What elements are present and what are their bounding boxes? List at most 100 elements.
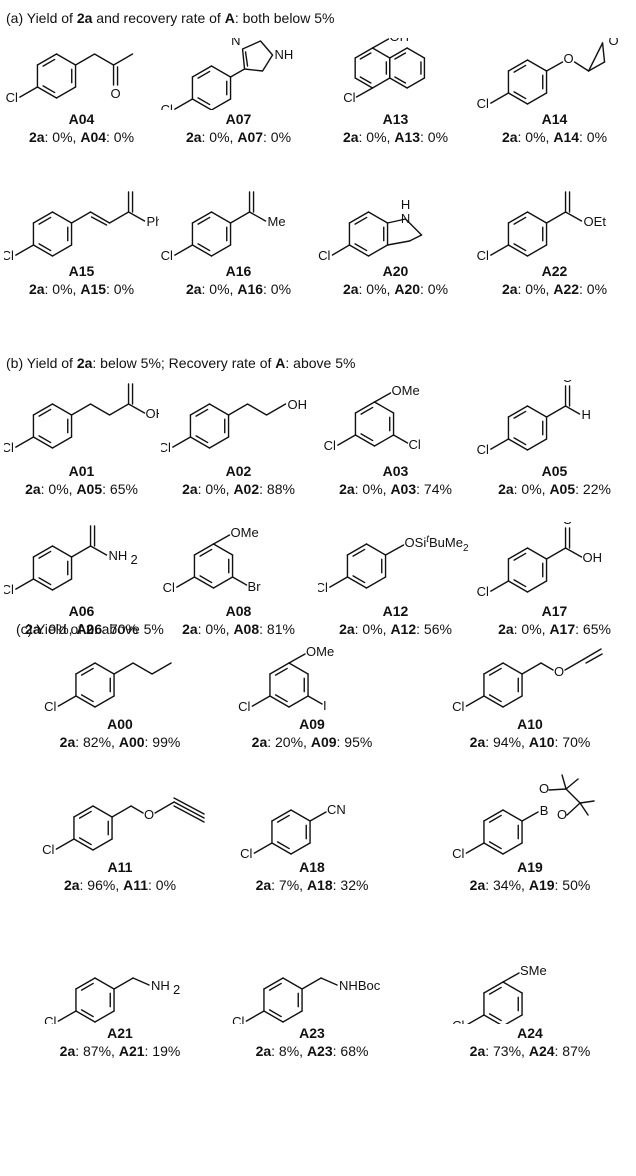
svg-text:O: O [562, 522, 572, 527]
yield-result: 2a: 87%, A21: 19% [59, 1043, 181, 1059]
svg-text:H: H [582, 407, 591, 422]
svg-text:SMe: SMe [520, 963, 547, 978]
compound-a17: Cl O OH A17 2a: 0%, A17: 65% [477, 522, 632, 638]
compound-a01: ClOOH A01 2a: 0%, A05: 65% [4, 380, 159, 498]
svg-text:OH: OH [146, 406, 159, 421]
compound-a22: ClOOEtA222a: 0%, A22: 0% [477, 190, 632, 298]
svg-text:Br: Br [248, 579, 262, 594]
compound-id: A24 [517, 1025, 543, 1041]
compound-id: A04 [68, 111, 95, 127]
svg-text:Cl: Cl [477, 584, 489, 599]
yield-result: 2a: 73%, A24: 87% [469, 1043, 591, 1059]
yield-result: 2a: 7%, A18: 32% [255, 877, 369, 893]
svg-text:Me: Me [268, 214, 286, 229]
svg-text:OSitBuMe2: OSitBuMe2 [405, 534, 469, 554]
compound-id: A17 [541, 603, 568, 619]
svg-text:2: 2 [173, 982, 180, 997]
svg-text:OH: OH [583, 550, 603, 565]
yield-result: 2a: 0%, A14: 0% [501, 129, 608, 145]
structure-a01: ClOOH [4, 380, 159, 455]
svg-text:O: O [144, 807, 154, 822]
yield-result: 2a: 0%, A02: 88% [182, 481, 295, 497]
section-c: (c) Yield of 2: above 5% [0, 610, 636, 1176]
yield-result: 2a: 0%, A16: 0% [185, 281, 292, 297]
structure-a17: Cl O OH [477, 522, 603, 599]
yield-result: 2a: 0%, A06: 70% [25, 621, 138, 637]
svg-text:Cl: Cl [161, 440, 171, 455]
compound-id: A11 [107, 859, 133, 875]
structure-a06: ClONH2 [4, 522, 138, 597]
compound-id: A01 [68, 463, 95, 479]
yield-result: 2a: 20%, A09: 95% [251, 734, 373, 750]
svg-text:Cl: Cl [161, 102, 173, 110]
structure-a15: ClOPh [4, 190, 159, 262]
compound-a16: ClOMeA16 2a: 0%, A16: 0% [161, 190, 316, 298]
svg-text:Cl: Cl [318, 580, 328, 595]
svg-text:OMe: OMe [306, 645, 334, 659]
yield-result: 2a: 0%, A22: 0% [501, 281, 608, 297]
yield-result: 2a: 82%, A00: 99% [59, 734, 181, 750]
svg-text:I: I [323, 698, 327, 713]
compound-id: A10 [517, 716, 543, 732]
compound-id: A21 [107, 1025, 133, 1041]
svg-text:NH: NH [275, 47, 294, 62]
svg-text:Cl: Cl [4, 248, 14, 262]
structure-a24: ClSMe [452, 963, 547, 1024]
compound-id: A16 [225, 263, 252, 279]
svg-text:Cl: Cl [42, 842, 54, 857]
svg-text:NHBoc: NHBoc [339, 978, 381, 993]
compound-id: A09 [299, 716, 325, 732]
svg-text:Cl: Cl [409, 437, 421, 452]
svg-text:O: O [554, 664, 564, 679]
compound-id: A22 [541, 263, 568, 279]
svg-text:Cl: Cl [452, 846, 464, 858]
svg-text:Cl: Cl [240, 846, 252, 858]
svg-text:Cl: Cl [232, 1014, 244, 1024]
svg-text:Ph: Ph [147, 214, 159, 229]
yield-result: 2a: 0%, A12: 56% [339, 621, 452, 637]
compound-a13: OHClA132a: 0%, A13: 0% [318, 38, 473, 146]
section-b-title: (b) Yield of 2a: below 5%; Recovery rate… [6, 355, 356, 371]
yield-result: 2a: 94%, A10: 70% [469, 734, 591, 750]
compound-id: A19 [517, 859, 543, 875]
compound-id: A13 [382, 111, 409, 127]
compound-id: A03 [382, 463, 409, 479]
svg-text:O: O [557, 807, 567, 822]
compound-id: A18 [299, 859, 325, 875]
svg-text:Cl: Cl [343, 90, 355, 105]
svg-text:Cl: Cl [318, 248, 330, 262]
svg-text:O: O [562, 380, 572, 385]
svg-text:Cl: Cl [477, 442, 489, 457]
compound-id: A14 [541, 111, 568, 127]
yield-result: 2a: 0%, A05: 65% [25, 481, 138, 497]
yield-result: 2a: 0%, A17: 65% [498, 621, 611, 637]
svg-text:Cl: Cl [163, 580, 175, 595]
yield-result: 2a: 0%, A05: 22% [498, 481, 611, 497]
svg-text:OMe: OMe [231, 525, 259, 540]
compound-id: A08 [225, 603, 252, 619]
structure-a13: OHCl [343, 38, 426, 105]
svg-text:NH: NH [151, 978, 170, 993]
compound-id: A12 [382, 603, 409, 619]
svg-text:Cl: Cl [6, 90, 18, 105]
compound-id: A07 [225, 111, 252, 127]
structure-a10: ClO [452, 648, 603, 714]
compound-a24: ClSMeA24 2a: 73%, A24: 87% [430, 960, 630, 1060]
